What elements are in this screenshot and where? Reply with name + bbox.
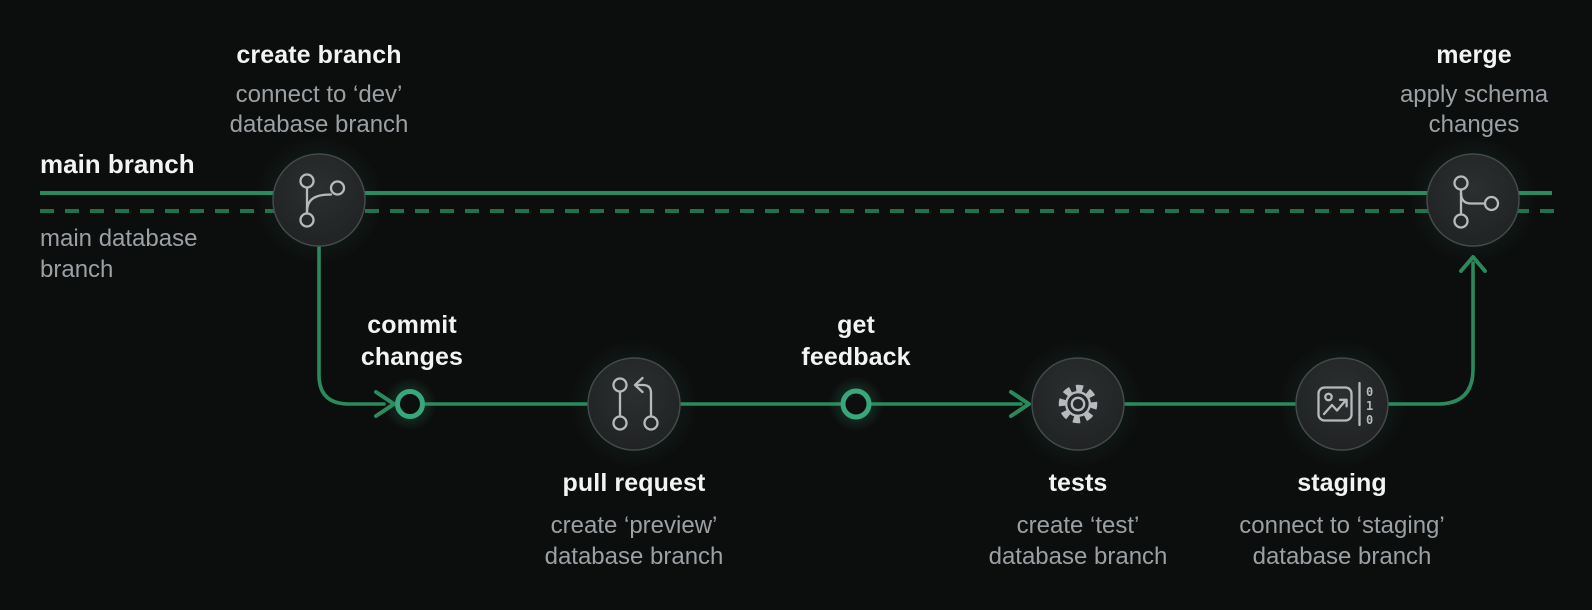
step-subtitle-line: database branch [229,111,409,138]
commit-changes-marker [383,377,437,431]
tests-label: tests create ‘test’ database branch [989,468,1168,572]
merge-label: merge apply schema changes [1400,40,1548,140]
step-title: staging [1297,469,1387,497]
commit-ring-marker [395,389,425,419]
create-branch-node [253,134,385,266]
staging-label: staging connect to ‘staging’ database br… [1239,468,1444,572]
lane-title: main branch [40,149,195,179]
node-circle [1426,153,1520,247]
staging-node: 0 1 0 [1276,338,1408,470]
binary-digit: 1 [1366,399,1373,413]
step-subtitle-line: database branch [544,543,724,570]
step-title: create branch [236,41,402,69]
step-title: tests [1048,469,1108,497]
git-branch-icon [299,173,346,228]
lane-subtitle-line: main database [40,225,198,252]
binary-digit: 0 [1366,385,1373,399]
node-circle [272,153,366,247]
step-subtitle-line: changes [1428,111,1520,138]
step-subtitle-line: database branch [988,543,1168,570]
node-circle [587,357,681,451]
get-feedback-label: get feedback [801,309,910,373]
main-database-branch-label: main database branch [40,223,197,285]
step-subtitle-line: connect to ‘dev’ [235,81,403,108]
pull-request-node [568,338,700,470]
lane-subtitle-line: branch [40,256,114,283]
step-subtitle-line: apply schema [1399,81,1549,108]
main-branch-label: main branch [40,149,195,179]
step-subtitle-line: database branch [1252,543,1432,570]
image-to-binary-icon: 0 1 0 [1317,381,1373,427]
git-merge-icon [1453,175,1500,229]
get-feedback-marker [828,376,884,432]
step-title-line: feedback [801,343,911,371]
step-subtitle-line: create ‘preview’ [550,512,718,539]
branch-out-connector [317,244,386,406]
staging-to-merge-connector [1340,261,1475,406]
create-branch-label: create branch connect to ‘dev’ database … [230,40,409,140]
step-title: merge [1436,41,1512,69]
merge-node [1407,134,1539,266]
step-title: pull request [562,469,706,497]
step-title-line: commit [367,311,457,339]
binary-digit: 0 [1366,413,1373,427]
step-subtitle-line: create ‘test’ [1016,512,1140,539]
step-title-line: get [837,311,875,339]
git-pull-request-icon [612,376,659,431]
commit-changes-label: commit changes [361,309,463,373]
tests-node [1012,338,1144,470]
pull-request-label: pull request create ‘preview’ database b… [545,468,724,572]
step-subtitle-line: connect to ‘staging’ [1239,512,1445,539]
step-title-line: changes [360,343,464,371]
gear-icon [1058,384,1098,424]
feedback-ring-marker [840,388,872,420]
